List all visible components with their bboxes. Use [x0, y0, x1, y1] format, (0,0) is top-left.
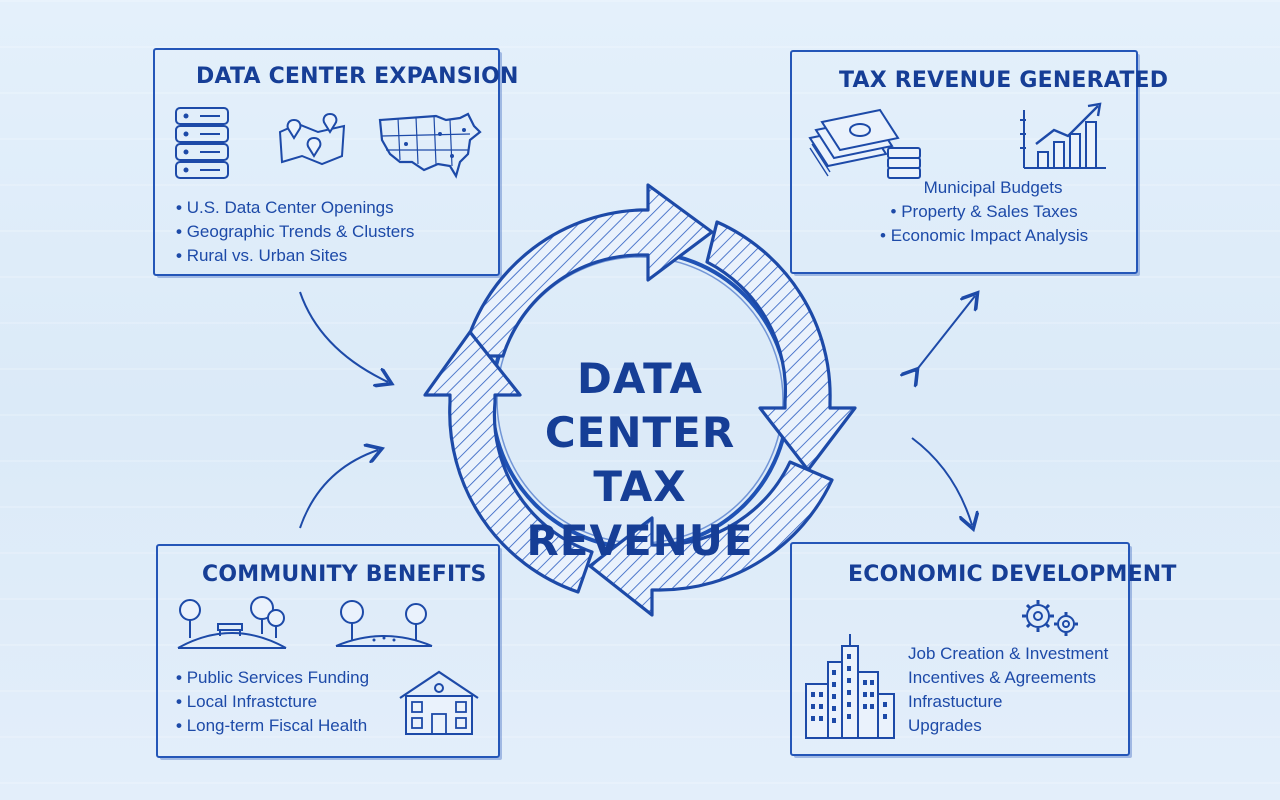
cycle-arrow-bottom	[588, 460, 834, 617]
list-item: • Economic Impact Analysis	[880, 224, 1088, 248]
connector-community	[299, 450, 378, 529]
cycle-arrow-right	[705, 220, 857, 472]
center-title: DATA CENTER TAX REVENUE	[490, 352, 790, 568]
cycle-arrow-top	[461, 183, 714, 358]
list-item: • Property & Sales Taxes	[880, 200, 1088, 224]
list-item: Long-term Fiscal Health	[176, 714, 369, 738]
list-item-text: Property & Sales Taxes	[901, 202, 1078, 221]
list-item: Public Services Funding	[176, 666, 369, 690]
bar-chart-growth-icon	[1020, 102, 1106, 169]
box-title-revenue: TAX REVENUE GENERATED	[839, 68, 1169, 93]
box-data-center-expansion	[153, 48, 500, 276]
list-item: Incentives & Agreements	[908, 668, 1097, 687]
server-stack-icon	[175, 107, 229, 179]
connector-economic	[911, 437, 972, 525]
center-title-line2: TAX REVENUE	[526, 462, 754, 565]
list-item: Local Infrastcture	[176, 690, 369, 714]
list-item: Infrastucture	[908, 692, 1003, 711]
usa-map-icon	[378, 112, 482, 179]
connector-revenue	[915, 296, 975, 372]
bullet-dot: •	[890, 202, 902, 221]
connector-expansion	[299, 291, 388, 382]
list-item: Rural vs. Urban Sites	[176, 244, 414, 268]
list-revenue: Municipal Budgets • Property & Sales Tax…	[880, 176, 1088, 248]
list-item-text: Economic Impact Analysis	[890, 226, 1089, 245]
list-item: Geographic Trends & Clusters	[176, 220, 415, 244]
list-item: U.S. Data Center Openings	[176, 196, 414, 220]
box-title-expansion: DATA CENTER EXPANSION	[196, 64, 519, 89]
city-buildings-icon	[805, 634, 895, 739]
list-community: Public Services Funding Local Infrastctu…	[176, 666, 369, 738]
list-item-text: Municipal Budgets	[923, 178, 1063, 197]
box-community-benefits	[156, 544, 500, 758]
cash-stack-icon	[808, 108, 921, 179]
list-expansion: U.S. Data Center Openings Geographic Tre…	[176, 196, 415, 268]
list-economic: Job Creation & Investment Incentives & A…	[908, 642, 1108, 738]
center-title-line1: DATA CENTER	[544, 354, 736, 457]
box-title-community: COMMUNITY BENEFITS	[202, 562, 487, 587]
cycle-arrow-left	[423, 330, 594, 594]
map-pins-icon	[278, 112, 346, 166]
park-icon	[177, 596, 287, 649]
bullet-dot: •	[880, 226, 891, 245]
box-tax-revenue	[790, 50, 1138, 274]
school-building-icon	[399, 670, 479, 735]
list-item: Municipal Budgets	[880, 176, 1088, 200]
box-title-economic: ECONOMIC DEVELOPMENT	[848, 562, 1177, 587]
trees-icon	[335, 600, 433, 647]
list-item: Upgrades	[908, 716, 982, 735]
list-item: Job Creation & Investment	[908, 644, 1109, 663]
gears-icon	[1022, 600, 1078, 636]
box-economic-development	[790, 542, 1130, 756]
